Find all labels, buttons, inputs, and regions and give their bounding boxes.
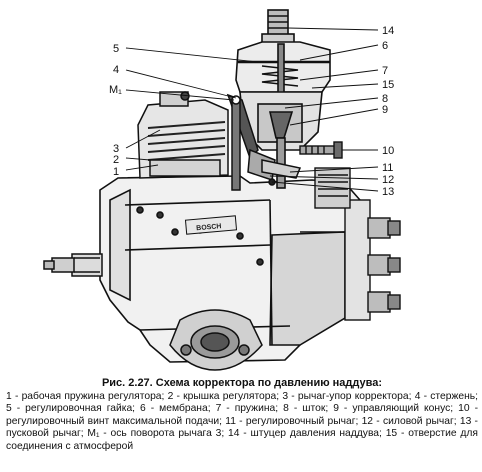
label-4: 4 xyxy=(113,64,119,76)
label-15: 15 xyxy=(382,79,394,91)
label-3: 3 xyxy=(113,143,119,155)
bosch-plate: BOSCH xyxy=(184,215,238,235)
label-7: 7 xyxy=(382,65,388,77)
label-2: 2 xyxy=(113,154,119,166)
caption-body: 1 - рабочая пружина регулятора; 2 - крыш… xyxy=(6,390,478,452)
label-9: 9 xyxy=(382,104,388,116)
regulator-cover xyxy=(137,91,229,179)
max-delivery-screw xyxy=(299,141,343,159)
labels-right: 14 6 7 15 8 9 10 11 12 13 xyxy=(382,25,394,198)
label-1: 1 xyxy=(113,166,119,178)
label-8: 8 xyxy=(382,93,388,105)
label-12: 12 xyxy=(382,174,394,186)
label-m1: M₁ xyxy=(109,84,122,96)
label-14: 14 xyxy=(382,25,394,37)
label-11: 11 xyxy=(382,162,393,174)
label-6: 6 xyxy=(382,40,388,52)
mounting-flange xyxy=(169,309,263,371)
figure-caption: Рис. 2.27. Схема корректора по давлению … xyxy=(6,377,478,454)
hp-outlets xyxy=(314,167,401,321)
label-10: 10 xyxy=(382,145,394,157)
caption-title: Рис. 2.27. Схема корректора по давлению … xyxy=(101,377,383,389)
pump-diagram: BOSCH xyxy=(43,9,401,371)
bosch-logo-text: BOSCH xyxy=(196,223,222,232)
labels-left: 5 4 M₁ 3 2 1 xyxy=(109,43,122,178)
lever-linkage xyxy=(226,93,302,191)
leader-lines xyxy=(125,27,379,192)
drive-shaft xyxy=(43,253,103,277)
label-5: 5 xyxy=(113,43,119,55)
label-13: 13 xyxy=(382,186,394,198)
